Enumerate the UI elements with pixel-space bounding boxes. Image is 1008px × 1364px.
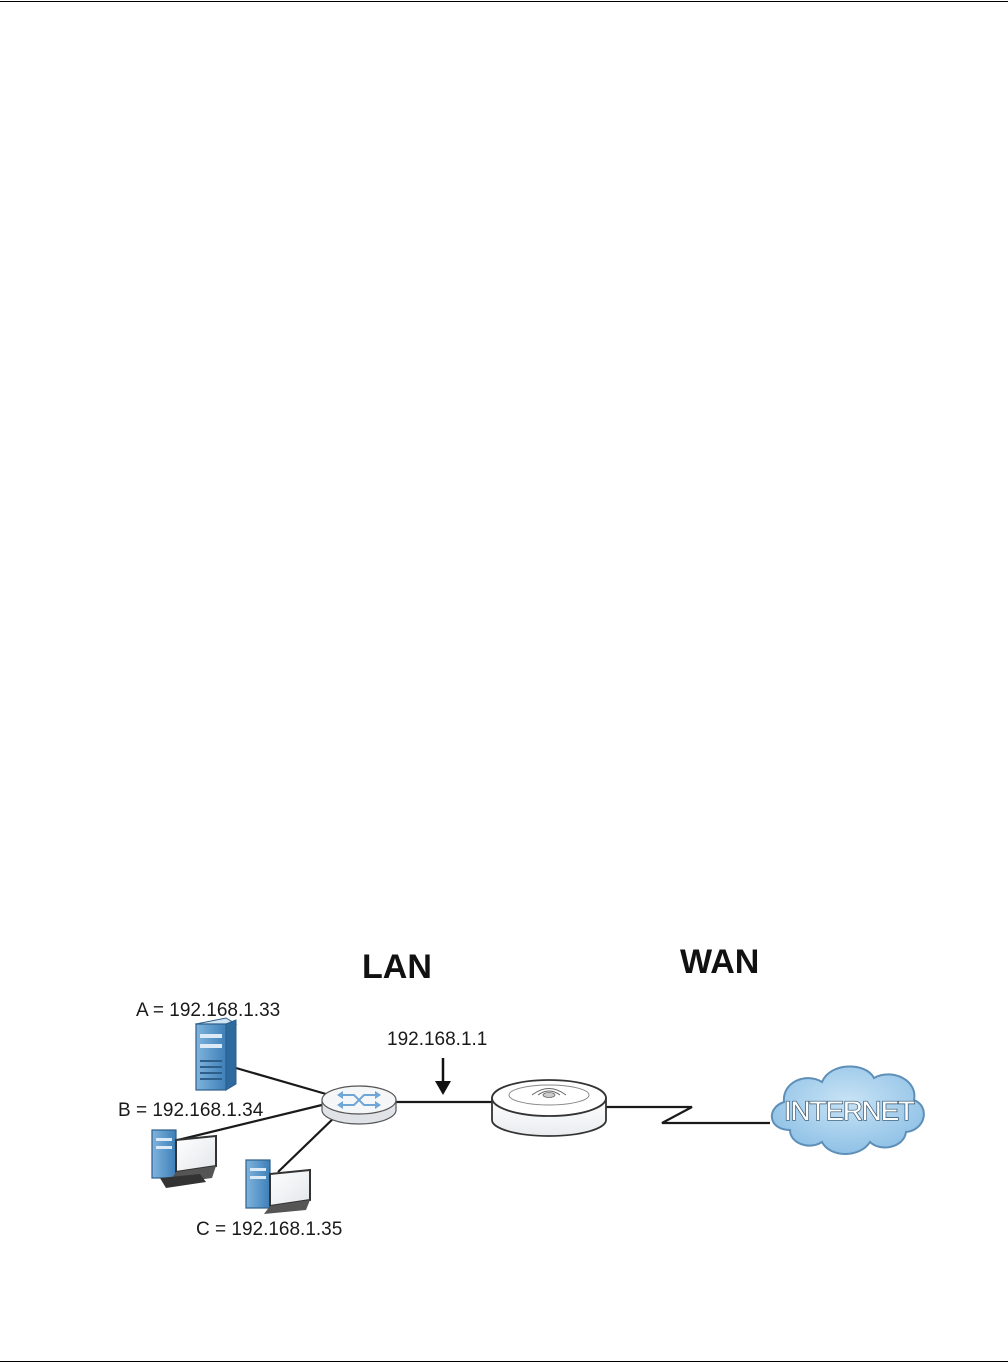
- desktop-computer-icon: [246, 1160, 310, 1214]
- server-icon: [196, 1018, 236, 1090]
- host-b-label: B = 192.168.1.34: [118, 1100, 264, 1121]
- access-point-icon: [492, 1080, 606, 1136]
- wan-zone-label: WAN: [680, 943, 759, 981]
- internet-cloud-icon: INTERNET: [772, 1066, 924, 1154]
- gateway-ip-label: 192.168.1.1: [387, 1029, 487, 1050]
- desktop-computer-icon: [152, 1130, 216, 1188]
- host-a-label: A = 192.168.1.33: [136, 1000, 280, 1021]
- switch-icon: [322, 1086, 396, 1124]
- internet-cloud-label: INTERNET: [784, 1096, 915, 1126]
- lan-zone-label: LAN: [362, 948, 432, 986]
- bottom-rule: [0, 1361, 1008, 1362]
- link-computer-c-switch: [278, 1114, 338, 1172]
- link-server-switch: [236, 1068, 326, 1094]
- link-wan-lightning: [606, 1107, 770, 1123]
- arrow-down-icon: [435, 1058, 451, 1095]
- host-c-label: C = 192.168.1.35: [196, 1219, 342, 1240]
